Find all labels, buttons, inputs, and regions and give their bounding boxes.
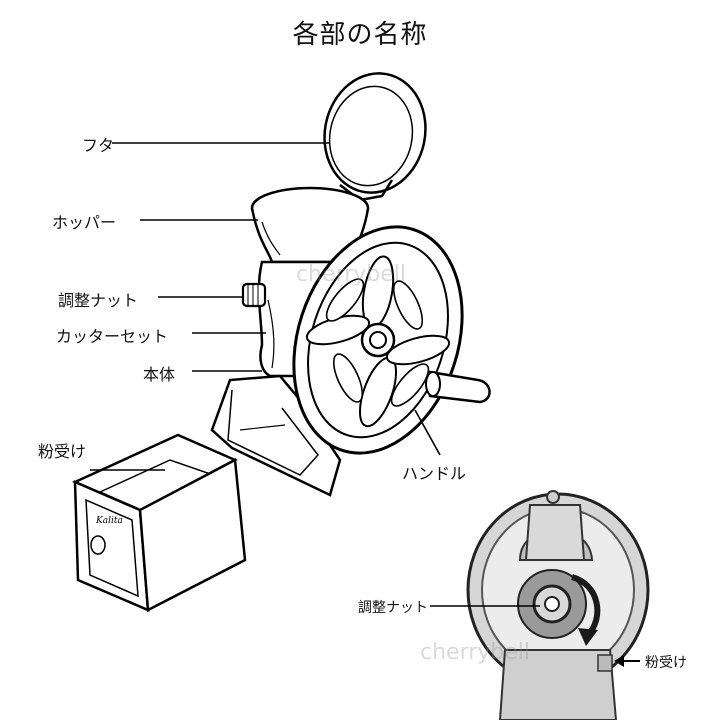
lid-drawing [323, 72, 427, 202]
wheel-drawing [292, 225, 491, 455]
watermark-main: cherrybell [296, 262, 407, 287]
hopper-drawing [250, 186, 370, 264]
watermark-inset: cherrybell [420, 640, 531, 665]
inset-photo [430, 490, 650, 720]
label-hopper: ホッパー [52, 213, 117, 232]
label-handle: ハンドル [402, 464, 467, 483]
base-drawing [210, 374, 342, 497]
svg-text:Kalita: Kalita [95, 516, 123, 526]
label-powder-tray: 粉受け [38, 442, 87, 461]
inset-label-adjust-nut: 調整ナット [358, 600, 428, 616]
page-title: 各部の名称 [292, 20, 428, 50]
label-cutter-set: カッターセット [56, 327, 169, 346]
label-body: 本体 [143, 365, 176, 384]
powder-tray-drawing: Kalita [71, 433, 247, 612]
inset-label-powder-tray: 粉受け [645, 655, 687, 671]
label-adjust-nut: 調整ナット [58, 291, 139, 310]
handle-leader [414, 409, 441, 456]
label-lid: フタ [82, 136, 115, 155]
